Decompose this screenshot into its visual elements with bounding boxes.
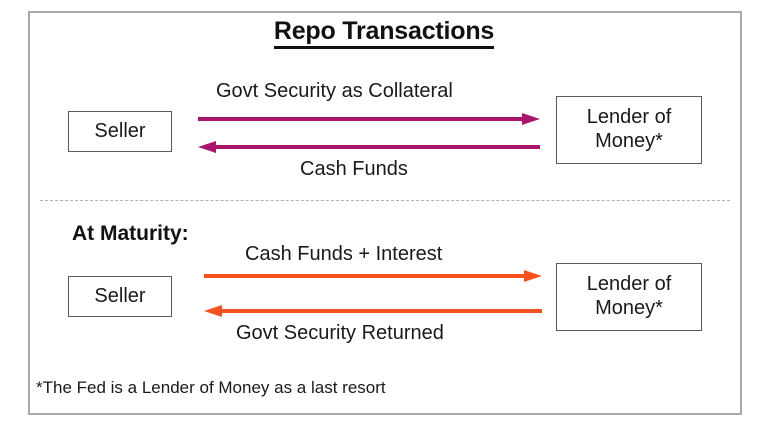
flow-label-cash-funds: Cash Funds [300, 158, 408, 180]
lender-box-bottom-label-line2: Money* [595, 297, 663, 319]
seller-box-top: Seller [68, 111, 172, 152]
lender-box-bottom-label-line1: Lender of [586, 273, 672, 296]
lender-box-top-label-line1: Lender of [586, 106, 672, 129]
arrow-right-magenta-collateral [198, 113, 540, 125]
footnote-text: *The Fed is a Lender of Money as a last … [36, 378, 386, 397]
lender-box-bottom: Lender of Money* [556, 263, 702, 331]
arrow-right-orange-cash-interest [204, 270, 542, 282]
seller-box-bottom-label: Seller [94, 284, 146, 307]
page-title: Repo Transactions [0, 17, 768, 49]
lender-box-top: Lender of Money* [556, 96, 702, 164]
arrow-left-magenta-cash-funds [198, 141, 540, 153]
flow-label-govt-security-returned: Govt Security Returned [236, 322, 444, 344]
lender-box-top-label-line2: Money* [595, 130, 663, 152]
page-title-text: Repo Transactions [273, 17, 494, 49]
section-heading-at-maturity: At Maturity: [72, 222, 189, 245]
section-divider [40, 200, 730, 201]
slide-frame [28, 11, 742, 415]
seller-box-top-label: Seller [94, 119, 146, 142]
flow-label-govt-security-collateral: Govt Security as Collateral [216, 80, 453, 102]
seller-box-bottom: Seller [68, 276, 172, 317]
flow-label-cash-funds-interest: Cash Funds + Interest [245, 243, 443, 265]
arrow-left-orange-govt-security-returned [204, 305, 542, 317]
